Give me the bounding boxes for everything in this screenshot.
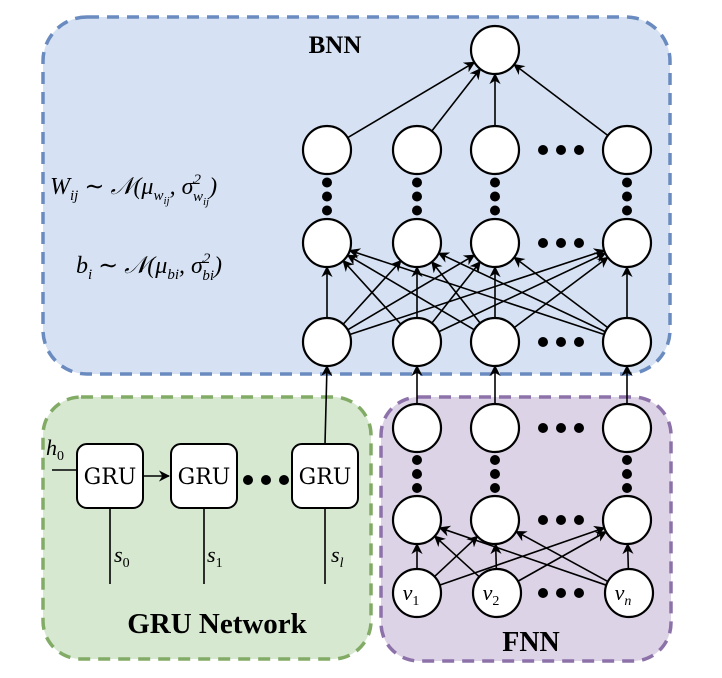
bnn-region [41, 15, 672, 376]
gru-cell-1: GRU [170, 443, 238, 509]
bnn-dense-edge-3-0 [348, 248, 605, 336]
fnn-dense-edge-2-1 [515, 530, 609, 583]
bnn-input-layer-node-2 [469, 316, 521, 368]
bnn-hidden-node-top-3 [601, 124, 653, 176]
fnn-hidden-node-bottom-2 [601, 494, 653, 546]
fnn-vertical-ellipsis-2 [622, 455, 632, 493]
fnn-hidden-node-top-1 [469, 402, 521, 454]
gru-network-title: GRU Network [127, 608, 307, 640]
bnn-dense-edge-1-0 [342, 259, 402, 325]
gru-cell-label: GRU [84, 465, 137, 490]
bnn-vertical-ellipsis-1 [412, 177, 422, 216]
bnn-vertical-ellipsis-2 [490, 177, 500, 216]
bnn-horizontal-ellipsis-bottom [538, 337, 584, 347]
fnn-horizontal-ellipsis-bottom [538, 515, 584, 525]
fnn-hidden-node-top-0 [391, 402, 443, 454]
bnn-output-edge-0 [347, 61, 476, 139]
bnn-hidden-node-top-1 [391, 124, 443, 176]
fnn-horizontal-ellipsis-top [538, 423, 584, 433]
initial-hidden-state-label: h0 [46, 435, 64, 464]
bnn-title: BNN [309, 32, 362, 59]
gru-sequence-ellipsis [243, 475, 289, 485]
bnn-hidden-node-mid-3 [601, 217, 653, 269]
bnn-hidden-node-mid-2 [469, 217, 521, 269]
gru-cell-label: GRU [299, 465, 352, 490]
fnn-input-label-n: vn [615, 580, 632, 609]
fnn-hidden-node-top-2 [601, 402, 653, 454]
fnn-title: FNN [502, 627, 560, 658]
fnn-dense-edge-2-2 [622, 542, 634, 570]
fnn-input-node-1 [471, 567, 523, 619]
fnn-vertical-ellipsis-0 [412, 455, 422, 493]
fnn-hidden-node-bottom-1 [469, 494, 521, 546]
fnn-hidden-node-bottom-0 [391, 494, 443, 546]
bnn-dense-edge-2-0 [346, 254, 475, 331]
bnn-output-node [469, 24, 521, 76]
bnn-hidden-node-mid-0 [301, 217, 353, 269]
bnn-dense-edge-3-2 [513, 256, 609, 329]
fnn-dense-edge-1-0 [433, 535, 480, 578]
bnn-hidden-node-top-0 [301, 124, 353, 176]
gru-to-bnn-edge [321, 364, 333, 445]
fnn-input-label-1: v1 [403, 580, 420, 609]
bnn-vertical-ellipsis-3 [622, 177, 632, 216]
gru-cell-2: GRU [291, 443, 359, 509]
gru-cell-0: GRU [76, 443, 144, 509]
bnn-horizontal-ellipsis-top [538, 145, 584, 155]
bnn-dense-edge-3-1 [437, 252, 606, 333]
bnn-input-layer-node-1 [391, 316, 443, 368]
fnn-dense-edge-1-1 [490, 542, 502, 570]
fnn-dense-edge-2-0 [438, 525, 607, 586]
bnn-hidden-node-mid-1 [391, 217, 443, 269]
bnn-output-edge-1 [431, 68, 481, 132]
gru-input-label-0: s0 [114, 542, 130, 571]
bnn-input-layer-node-3 [601, 316, 653, 368]
gru-input-label-1: s1 [207, 542, 223, 571]
gru-input-label-2: sl [331, 542, 344, 571]
fnn-vertical-ellipsis-1 [490, 455, 500, 493]
bnn-input-layer-node-0 [301, 316, 353, 368]
fnn-input-node-0 [391, 567, 443, 619]
bnn-horizontal-ellipsis-mid [538, 238, 584, 248]
fnn-region [379, 395, 673, 663]
bnn-vertical-ellipsis-0 [322, 177, 332, 216]
fnn-input-label-2: v2 [483, 580, 500, 609]
bnn-hidden-node-top-2 [469, 124, 521, 176]
fnn-input-ellipsis [538, 588, 584, 598]
bnn-output-edge-3 [513, 63, 609, 137]
gru-cell-label: GRU [178, 465, 231, 490]
bnn-dense-edge-2-1 [431, 260, 481, 324]
fnn-input-node-2 [603, 567, 655, 619]
